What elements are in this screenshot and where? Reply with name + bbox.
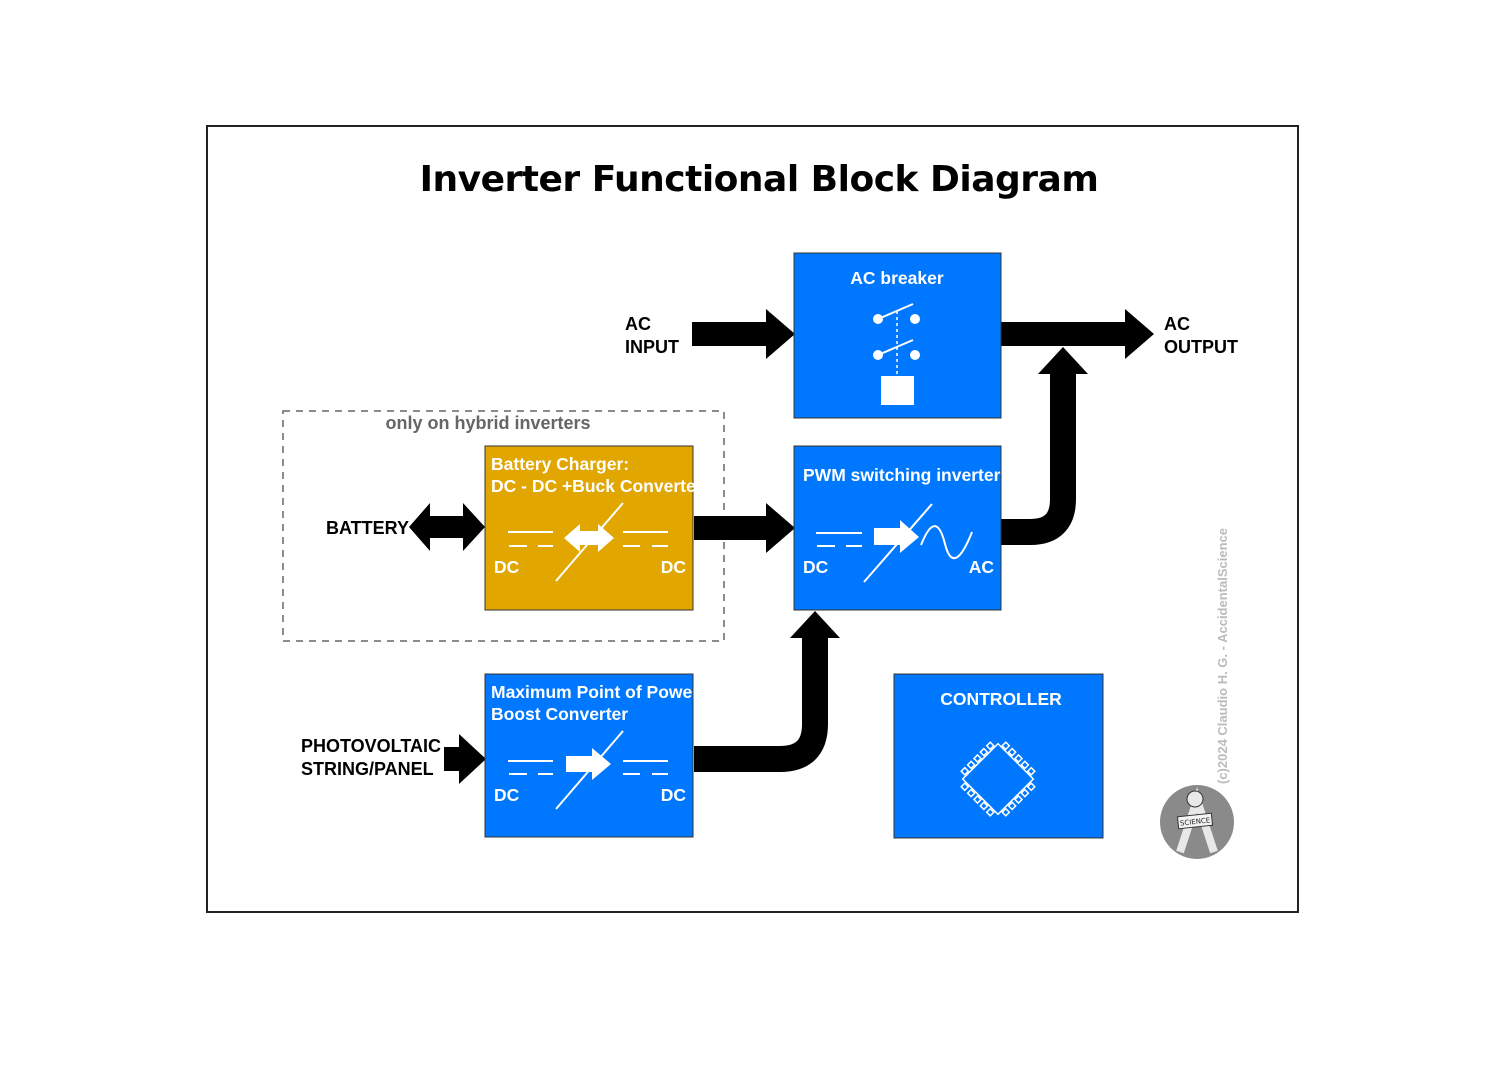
- pwm-inverter-block: PWM switching inverter DC AC: [793, 445, 1002, 611]
- ac-input-arrow: [692, 309, 795, 359]
- logo-text: SCIENCE: [1180, 816, 1211, 827]
- chip-pin: [1001, 807, 1011, 817]
- mppt-right-label: DC: [661, 785, 687, 805]
- chip-pin: [985, 741, 995, 751]
- chip-pin: [1013, 794, 1024, 805]
- battery-charger-left-label: DC: [494, 557, 520, 577]
- accidental-science-logo: SCIENCE: [1160, 785, 1234, 859]
- pv-input-arrow: [444, 734, 486, 784]
- chip-pin: [960, 766, 970, 776]
- chip-pin: [1020, 788, 1030, 798]
- ac-input-label-line1: AC: [625, 314, 651, 334]
- ac-output-label-line1: AC: [1164, 314, 1190, 334]
- charger-to-pwm-arrow: [694, 503, 795, 553]
- hybrid-note: only on hybrid inverters: [385, 413, 590, 433]
- photovoltaic-label-line2: STRING/PANEL: [301, 759, 434, 779]
- mppt-to-pwm-arrow: [694, 636, 828, 772]
- chip-pin: [985, 807, 995, 817]
- controller-title: CONTROLLER: [940, 689, 1062, 709]
- dc-dc-icon: [508, 730, 668, 810]
- chip-pin: [972, 794, 983, 805]
- pwm-inverter-right-label: AC: [969, 557, 995, 577]
- dc-ac-icon: [816, 503, 973, 583]
- battery-charger-title-line2: DC - DC +Buck Converter: [491, 476, 703, 496]
- chip-pin: [966, 760, 976, 770]
- mppt-left-label: DC: [494, 785, 520, 805]
- mppt-to-pwm-arrowhead: [790, 611, 840, 638]
- controller-block: CONTROLLER: [893, 673, 1104, 839]
- mppt-title-line2: Boost Converter: [491, 704, 628, 724]
- photovoltaic-label-line1: PHOTOVOLTAIC: [301, 736, 441, 756]
- chip-pin: [972, 753, 983, 764]
- pwm-inverter-left-label: DC: [803, 557, 829, 577]
- battery-label: BATTERY: [326, 518, 409, 538]
- pwm-to-output-arrowhead: [1038, 347, 1088, 374]
- chip-pin: [1001, 741, 1011, 751]
- chip-pin: [979, 801, 989, 811]
- bidirectional-dc-dc-icon: [508, 502, 668, 582]
- pwm-inverter-title: PWM switching inverter: [803, 465, 1001, 485]
- battery-charger-title-line1: Battery Charger:: [491, 454, 629, 474]
- ac-input-label-line2: INPUT: [625, 337, 679, 357]
- hybrid-region: [282, 410, 725, 642]
- battery-charger-block: Battery Charger: DC - DC +Buck Converter…: [484, 445, 703, 611]
- ac-output-label-line2: OUTPUT: [1164, 337, 1238, 357]
- chip-pin: [1026, 782, 1036, 792]
- switch-icon: [873, 303, 920, 405]
- copyright-text: (c)2024 Claudio H. G. - AccidentalScienc…: [1215, 528, 1230, 784]
- battery-charger-right-label: DC: [661, 557, 687, 577]
- pwm-to-output-arrow: [1001, 372, 1076, 545]
- chip-pin: [1026, 766, 1036, 776]
- diagram-title: Inverter Functional Block Diagram: [420, 159, 1099, 200]
- chip-pin: [1020, 760, 1030, 770]
- chip-pin: [966, 788, 976, 798]
- battery-bidirectional-arrow: [409, 503, 485, 551]
- ac-breaker-title: AC breaker: [850, 268, 944, 288]
- chip-pin: [979, 747, 989, 757]
- mppt-title-line1: Maximum Point of Power:: [491, 682, 705, 702]
- chip-icon: [960, 741, 1036, 817]
- chip-pin: [1013, 753, 1024, 764]
- ac-breaker-block: AC breaker: [793, 252, 1002, 419]
- ac-output-arrow: [1001, 309, 1154, 359]
- chip-pin: [1007, 801, 1017, 811]
- mppt-block: Maximum Point of Power: Boost Converter …: [484, 673, 705, 838]
- chip-pin: [1007, 747, 1017, 757]
- chip-pin: [960, 782, 970, 792]
